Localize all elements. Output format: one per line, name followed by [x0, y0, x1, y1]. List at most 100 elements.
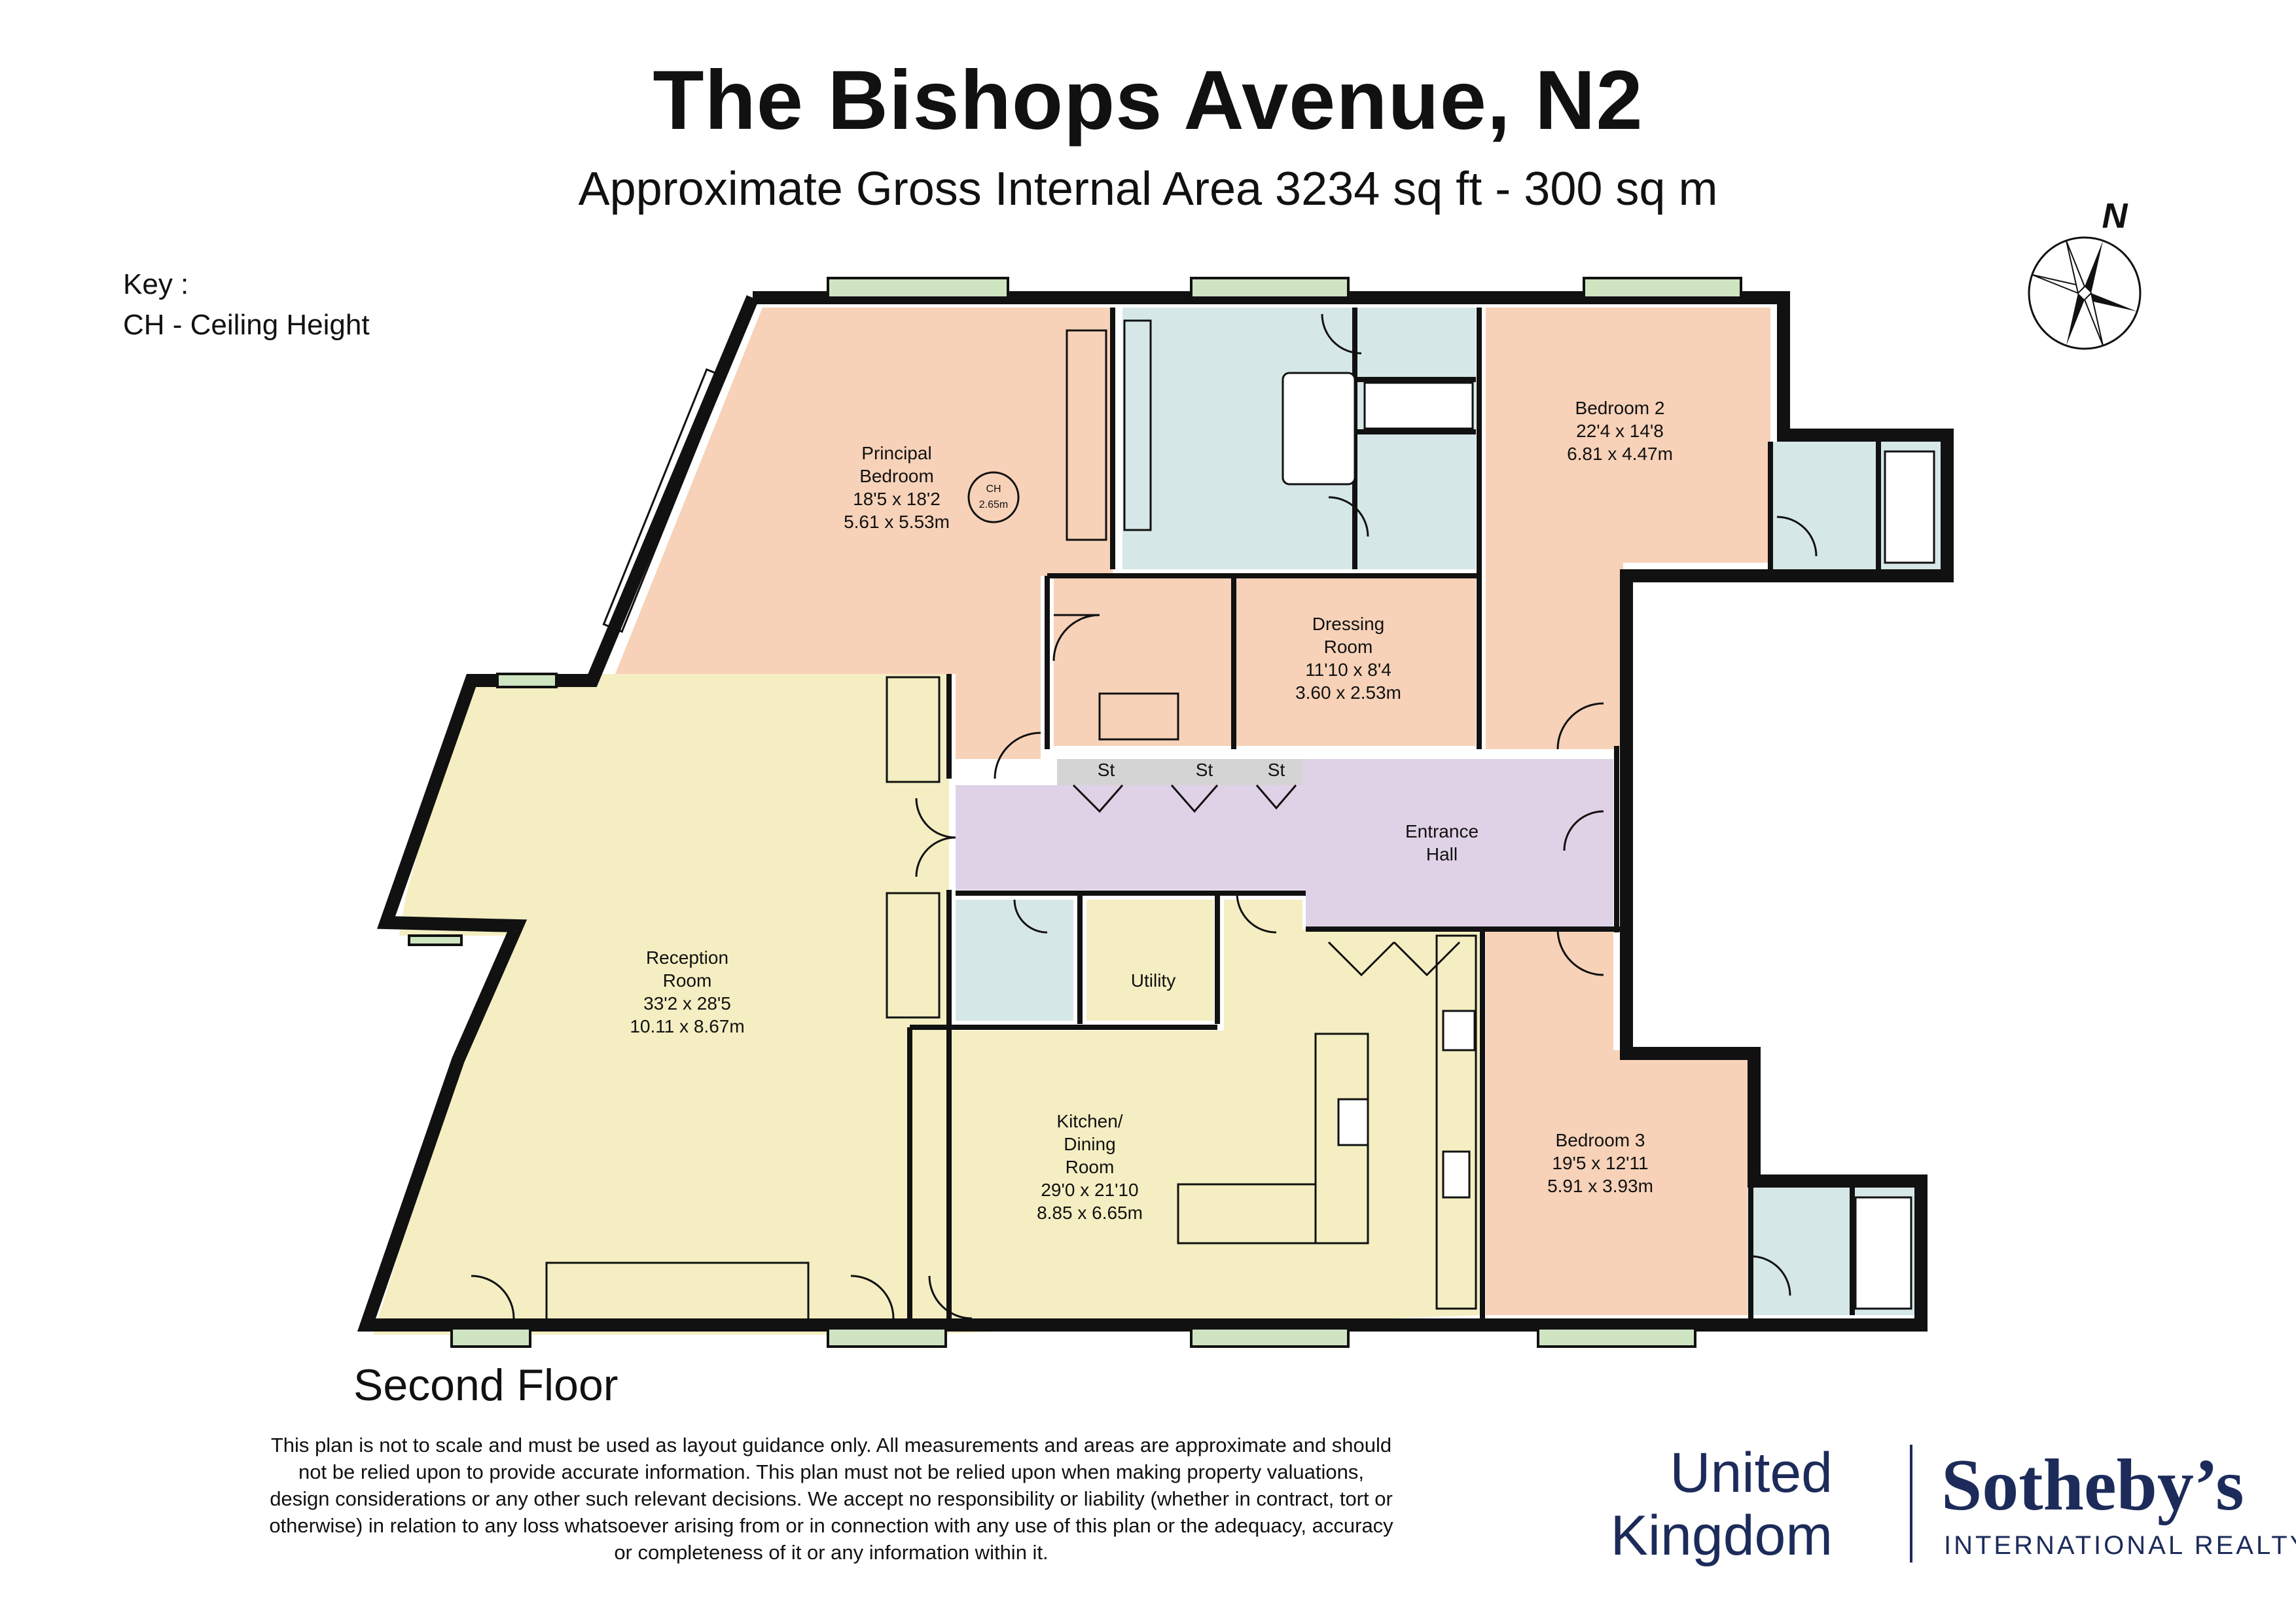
- room-name: Principal: [861, 443, 931, 463]
- shower: [1884, 450, 1935, 564]
- brand-logo: United Kingdom Sotheby’s INTERNATIONAL R…: [1611, 1433, 2296, 1577]
- compass-north-label: N: [2102, 196, 2128, 236]
- room-dimensions: 11'10 x 8'4: [1305, 660, 1391, 680]
- external-walls: [357, 291, 1954, 1332]
- door: [1328, 496, 1369, 537]
- window: [496, 673, 558, 688]
- door: [1750, 1255, 1791, 1296]
- room-dimensions: 29'0 x 21'10: [1041, 1180, 1138, 1200]
- window: [1190, 277, 1350, 299]
- kitchen-counter: [1177, 1183, 1317, 1244]
- room-dimensions: 19'5 x 12'11: [1552, 1153, 1648, 1173]
- utility-area: [1086, 900, 1214, 1021]
- door: [471, 1275, 515, 1319]
- entrance-hall-area: [956, 759, 1613, 929]
- headboard: [602, 368, 726, 633]
- room-name: Bedroom: [859, 466, 934, 486]
- ceiling-height-label: CH: [986, 484, 1001, 495]
- disclaimer-line: This plan is not to scale and must be us…: [270, 1434, 1392, 1456]
- room-name: Bedroom 3: [1556, 1130, 1645, 1150]
- window: [1583, 277, 1742, 299]
- desk: [1098, 692, 1179, 741]
- hob: [1442, 1010, 1476, 1051]
- door: [1236, 892, 1277, 934]
- room-name: Hall: [1426, 844, 1458, 864]
- disclaimer-line: otherwise) in relation to any loss whats…: [269, 1514, 1393, 1537]
- storage-label: St: [1098, 760, 1115, 780]
- disclaimer-line: not be relied upon to provide accurate i…: [298, 1460, 1364, 1483]
- dressing-room-area: [1054, 576, 1476, 746]
- room-name: Kitchen/: [1056, 1111, 1122, 1131]
- room-dimensions-metric: 5.61 x 5.53m: [844, 512, 950, 532]
- brand-divider: [1910, 1445, 1912, 1562]
- sink: [1442, 1150, 1471, 1199]
- room-name: Entrance: [1405, 821, 1479, 841]
- room-name: Utility: [1131, 970, 1175, 991]
- window: [450, 1327, 531, 1348]
- door: [1776, 516, 1818, 557]
- room-dimensions: 33'2 x 28'5: [643, 993, 731, 1014]
- window: [1537, 1327, 1696, 1348]
- bedroom2-area: [1486, 308, 1770, 749]
- wardrobe: [886, 892, 941, 1019]
- room-dimensions-metric: 8.85 x 6.65m: [1037, 1203, 1143, 1223]
- sideboard: [545, 1262, 810, 1323]
- fixtures: [545, 319, 1935, 1323]
- principal-bedroom-area: [615, 308, 1113, 759]
- vanity: [1123, 319, 1152, 531]
- room-name: Room: [1324, 637, 1373, 657]
- door: [915, 798, 956, 877]
- doors: [471, 313, 1818, 1320]
- room-name: Room: [663, 970, 712, 991]
- door: [1052, 614, 1100, 662]
- room-dimensions-metric: 10.11 x 8.67m: [630, 1016, 744, 1036]
- room-dimensions-metric: 6.81 x 4.47m: [1567, 444, 1673, 464]
- bedroom3-area: [1486, 929, 1748, 1315]
- brand-region-line2: Kingdom: [1610, 1504, 1833, 1567]
- room-fills: [373, 308, 1941, 1335]
- door: [1563, 810, 1604, 851]
- shower: [1363, 381, 1474, 430]
- storage-label: St: [1268, 760, 1285, 780]
- window: [827, 1327, 947, 1348]
- storage-label: St: [1196, 760, 1213, 780]
- brand-tagline: INTERNATIONAL REALTY: [1944, 1531, 2296, 1560]
- room-dimensions-metric: 5.91 x 3.93m: [1547, 1176, 1653, 1196]
- room-name: Room: [1066, 1157, 1115, 1177]
- plan-subtitle: Approximate Gross Internal Area 3234 sq …: [578, 163, 1718, 215]
- door: [1321, 313, 1362, 355]
- bath: [1282, 372, 1356, 485]
- floor-label: Second Floor: [353, 1360, 619, 1410]
- disclaimer-line: or completeness of it or any information…: [614, 1541, 1049, 1564]
- internal-walls: [907, 308, 1881, 1328]
- door: [1556, 702, 1604, 750]
- room-labels: Principal Bedroom 18'5 x 18'2 5.61 x 5.5…: [630, 398, 1673, 1223]
- wardrobe: [886, 676, 941, 783]
- door: [1327, 941, 1461, 977]
- window: [408, 934, 463, 946]
- key-legend: Key : CH - Ceiling Height: [123, 264, 370, 345]
- door: [994, 732, 1041, 779]
- storage-area: [1057, 759, 1302, 785]
- door: [850, 1275, 895, 1319]
- ceiling-height-marker: CH 2.65m: [967, 471, 1020, 523]
- windows: [408, 277, 1742, 1348]
- door: [1556, 928, 1604, 976]
- disclaimer-line: design considerations or any other such …: [270, 1487, 1393, 1510]
- room-dimensions: 22'4 x 14'8: [1576, 421, 1664, 441]
- wardrobe: [1066, 329, 1107, 541]
- brand-region-line1: United: [1670, 1441, 1833, 1504]
- room-name: Dressing: [1312, 614, 1384, 634]
- door: [1013, 899, 1048, 934]
- ceiling-height-value: 2.65m: [979, 499, 1008, 510]
- room-dimensions: 18'5 x 18'2: [853, 489, 941, 509]
- key-entry: CH - Ceiling Height: [123, 309, 370, 341]
- reception-room-area: [373, 674, 949, 1335]
- disclaimer: This plan is not to scale and must be us…: [216, 1432, 1446, 1566]
- sink: [1337, 1098, 1369, 1146]
- plan-title: The Bishops Avenue, N2: [653, 54, 1643, 147]
- door: [928, 1275, 973, 1320]
- brand-name: Sotheby’s: [1941, 1445, 2244, 1526]
- room-name: Bedroom 2: [1575, 398, 1665, 418]
